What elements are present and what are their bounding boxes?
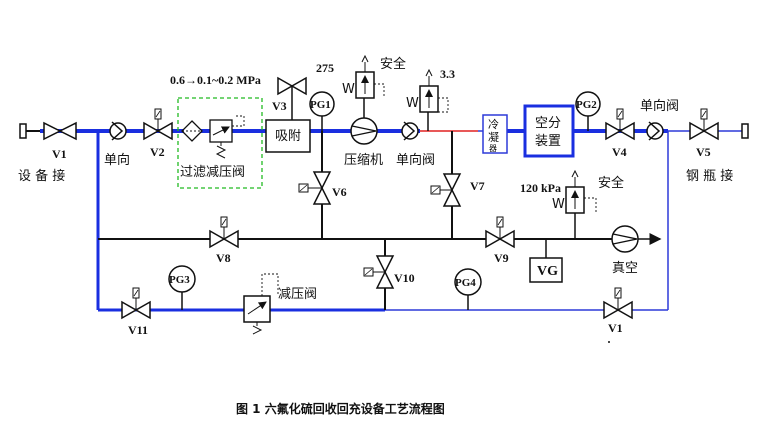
valve-v9[interactable] <box>485 216 515 249</box>
airsep-line-2: 装置 <box>535 134 561 149</box>
label-device-connect: 设 备 接 <box>18 168 65 184</box>
label-check-right: 单向阀 <box>640 98 679 114</box>
gauge-pg4 <box>454 268 482 310</box>
check-valve-right <box>646 121 664 141</box>
valve-v6[interactable] <box>298 171 332 205</box>
safety-valve-275 <box>355 54 385 118</box>
valve-v2[interactable] <box>143 108 173 141</box>
vacuum-gauge-box <box>529 257 563 283</box>
safety-valve-120 <box>565 169 597 214</box>
air-separation-box <box>523 104 575 158</box>
label-v10: V10 <box>394 271 415 285</box>
gauge-pg2 <box>575 91 601 131</box>
label-pressure-range: 0.6→0.1~0.2 MPa <box>170 73 261 87</box>
label-vacuum: 真空 <box>612 261 638 276</box>
valve-v7[interactable] <box>430 173 462 207</box>
gauge-pg3 <box>168 265 196 310</box>
label-v1: V1 <box>52 147 67 161</box>
label-w-120: W <box>552 197 565 212</box>
label-check-mid: 单向阀 <box>396 152 435 168</box>
label-p275: 275 <box>316 61 334 75</box>
label-filter-reducer: 过滤减压阀 <box>180 165 245 180</box>
label-reducer-bottom: 减压阀 <box>278 287 317 302</box>
label-v4: V4 <box>612 145 627 159</box>
label-cylinder-connect: 钢 瓶 接 <box>686 168 733 184</box>
label-condenser: 冷 凝 器 <box>488 118 499 153</box>
label-pg2: PG2 <box>576 99 597 111</box>
filter-dashed-box <box>177 97 263 189</box>
label-v8: V8 <box>216 251 231 265</box>
filter-reducer-assembly <box>177 97 263 189</box>
bottom-reducer <box>243 273 279 335</box>
vacuum-pump <box>611 225 662 253</box>
figure-caption: 图 1 六氟化硫回收回充设备工艺流程图 <box>236 401 445 416</box>
label-p120: 120 kPa <box>520 181 561 195</box>
valve-v1-bottom[interactable] <box>603 287 633 320</box>
condenser-char-2: 凝 <box>488 130 499 144</box>
label-adsorb: 吸附 <box>275 129 301 144</box>
condenser-char-1: 冷 <box>488 118 499 131</box>
label-v3: V3 <box>272 99 287 113</box>
label-w-275: W <box>342 82 355 97</box>
label-v9: V9 <box>494 251 509 265</box>
check-valve-left <box>109 121 127 141</box>
label-v1-bottom: V1 <box>608 321 623 335</box>
label-compressor: 压缩机 <box>344 152 383 168</box>
label-vg: VG <box>537 264 558 279</box>
valve-v10[interactable] <box>363 255 395 289</box>
valve-v1[interactable] <box>43 121 77 141</box>
label-safety-top: 安全 <box>380 56 406 72</box>
condenser-char-3: 器 <box>489 144 497 153</box>
compressor <box>350 117 378 145</box>
safety-valve-3.3 <box>419 68 449 131</box>
label-p33: 3.3 <box>440 67 455 81</box>
adsorber-box <box>265 119 311 153</box>
label-pg1: PG1 <box>310 99 331 111</box>
check-valve-mid <box>401 121 419 141</box>
valve-v5[interactable] <box>689 108 719 141</box>
label-v5: V5 <box>696 145 711 159</box>
bottom-dot <box>608 341 610 343</box>
label-safety-mid: 安全 <box>598 175 624 191</box>
label-w-33: W <box>406 96 419 111</box>
label-check-left: 单向 <box>104 152 130 168</box>
cylinder-connector <box>741 123 749 139</box>
airsep-line-1: 空分 <box>535 116 561 131</box>
label-v2: V2 <box>150 145 165 159</box>
gauge-pg1 <box>309 91 335 131</box>
label-v11: V11 <box>128 323 148 337</box>
label-v7: V7 <box>470 179 485 193</box>
label-pg3: PG3 <box>169 274 190 286</box>
label-air-sep: 空分 装置 <box>535 116 561 149</box>
device-connector <box>19 123 40 139</box>
valve-v8[interactable] <box>209 216 239 249</box>
valve-v4[interactable] <box>605 108 635 141</box>
label-pg4: PG4 <box>455 277 476 289</box>
label-v6: V6 <box>332 185 347 199</box>
valve-v11[interactable] <box>121 287 151 320</box>
condenser-box <box>482 114 508 154</box>
